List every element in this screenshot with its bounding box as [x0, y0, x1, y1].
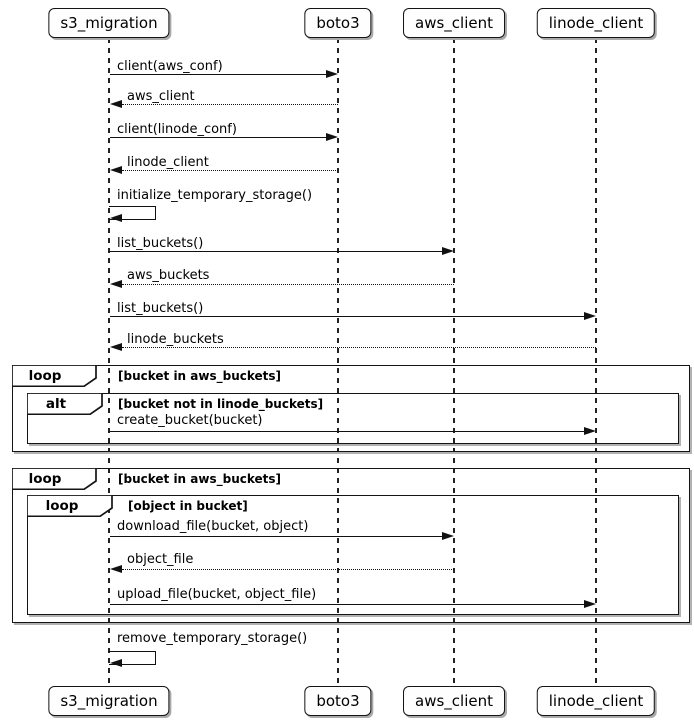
- frame-guard: [bucket in aws_buckets]: [118, 472, 282, 486]
- frame-alt-bucket-missing: [27, 393, 679, 444]
- participant-box-aws-client-top: aws_client: [403, 8, 505, 38]
- message-arrow: [110, 431, 584, 432]
- frame-loop-buckets: [12, 365, 690, 452]
- loop-pentagon-icon: [27, 495, 113, 517]
- arrowhead-right-icon: [326, 133, 338, 141]
- message-label: aws_client: [127, 89, 195, 104]
- frame-keyword: loop: [28, 471, 62, 487]
- message-arrow: [110, 604, 584, 605]
- participant-box-boto3-top: boto3: [304, 8, 372, 38]
- frame-keyword: loop: [45, 498, 79, 514]
- arrowhead-right-icon: [326, 70, 338, 78]
- arrowhead-right-icon: [584, 600, 596, 608]
- message-label: linode_client: [127, 155, 209, 170]
- message-label: client(linode_conf): [117, 122, 237, 137]
- message-label: aws_buckets: [127, 268, 210, 283]
- participant-box-linode-client-bottom: linode_client: [536, 686, 656, 716]
- arrowhead-left-icon: [110, 100, 122, 108]
- arrowhead-left-icon: [110, 166, 122, 174]
- message-label: client(aws_conf): [117, 59, 223, 74]
- lifeline-s3-migration: [108, 38, 110, 686]
- participant-box-s3-migration-top: s3_migration: [48, 8, 170, 38]
- frame-guard: [object in bucket]: [128, 499, 248, 513]
- self-message-arrow: [109, 206, 156, 220]
- lifeline-linode-client: [595, 38, 597, 686]
- participant-box-boto3-bottom: boto3: [304, 686, 372, 716]
- arrowhead-right-icon: [584, 312, 596, 320]
- lifeline-boto3: [337, 38, 339, 686]
- frame-loop-buckets-2: [12, 468, 690, 623]
- message-label: remove_temporary_storage(): [117, 631, 308, 646]
- message-return-arrow: [122, 170, 338, 171]
- arrowhead-left-icon: [110, 280, 122, 288]
- frame-guard: [bucket not in linode_buckets]: [118, 397, 324, 411]
- participant-box-aws-client-bottom: aws_client: [403, 686, 505, 716]
- message-label: linode_buckets: [127, 332, 224, 347]
- message-arrow: [110, 536, 442, 537]
- participant-box-s3-migration-bottom: s3_migration: [48, 686, 170, 716]
- self-message-arrow: [109, 651, 156, 665]
- arrowhead-left-icon: [110, 343, 122, 351]
- alt-pentagon-icon: [27, 393, 103, 415]
- frame-guard: [bucket in aws_buckets]: [118, 369, 282, 383]
- message-label: upload_file(bucket, object_file): [117, 587, 317, 602]
- message-return-arrow: [122, 284, 454, 285]
- message-return-arrow: [122, 569, 454, 570]
- arrowhead-right-icon: [442, 247, 454, 255]
- message-label: create_bucket(bucket): [117, 413, 263, 428]
- message-label: initialize_temporary_storage(): [117, 188, 313, 203]
- arrowhead-left-icon: [110, 659, 122, 667]
- loop-pentagon-icon: [12, 365, 97, 387]
- arrowhead-right-icon: [584, 427, 596, 435]
- message-arrow: [110, 137, 326, 138]
- message-arrow: [110, 316, 584, 317]
- arrowhead-right-icon: [442, 532, 454, 540]
- message-label: download_file(bucket, object): [117, 519, 309, 534]
- lifeline-aws-client: [453, 38, 455, 686]
- message-return-arrow: [122, 347, 596, 348]
- message-label: list_buckets(): [117, 301, 204, 316]
- message-return-arrow: [122, 104, 338, 105]
- arrowhead-left-icon: [110, 565, 122, 573]
- frame-loop-objects: [27, 495, 679, 615]
- message-arrow: [110, 251, 442, 252]
- arrowhead-left-icon: [110, 214, 122, 222]
- loop-pentagon-icon: [12, 468, 97, 490]
- message-label: object_file: [127, 552, 194, 567]
- message-label: list_buckets(): [117, 236, 204, 251]
- message-arrow: [110, 74, 326, 75]
- participant-box-linode-client-top: linode_client: [536, 8, 656, 38]
- frame-keyword: loop: [28, 368, 62, 384]
- frame-keyword: alt: [45, 396, 67, 412]
